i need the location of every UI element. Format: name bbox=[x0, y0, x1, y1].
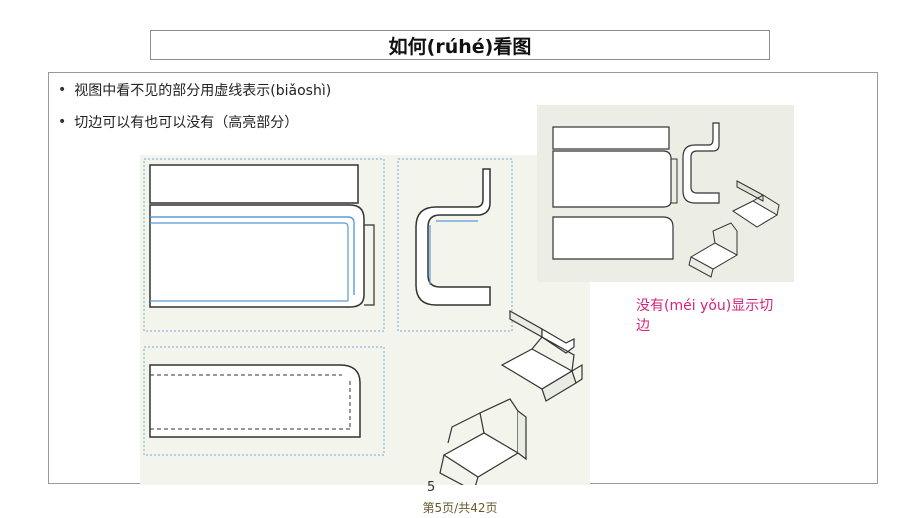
bullet-item-1: • 视图中看不见的部分用虚线表示(biǎoshì) bbox=[58, 80, 331, 100]
tangent-edge-front-2 bbox=[150, 222, 349, 301]
front-view-return bbox=[364, 224, 375, 306]
front-view-top-flange bbox=[149, 164, 359, 204]
tangent-edge-front-1 bbox=[150, 216, 355, 295]
view-boundary-side bbox=[397, 158, 513, 332]
page-number: 5 bbox=[427, 480, 436, 495]
bullet-dot-icon: • bbox=[58, 114, 67, 130]
slide-title: 如何(rúhé)看图 bbox=[150, 30, 770, 60]
bullet-text-1: 视图中看不见的部分用虚线表示(biǎoshì) bbox=[74, 83, 332, 99]
isometric-part-1 bbox=[500, 309, 583, 402]
small-front-body bbox=[552, 150, 672, 208]
small-isometric-1 bbox=[732, 180, 780, 228]
side-view-profile bbox=[415, 168, 491, 306]
sheet-metal-drawing bbox=[143, 158, 583, 492]
view-boundary-front bbox=[143, 158, 385, 332]
small-isometric-2 bbox=[688, 222, 739, 278]
small-front-top bbox=[552, 126, 670, 150]
bottom-view-body bbox=[149, 364, 361, 438]
bullet-item-2: • 切边可以有也可以没有（高亮部分） bbox=[58, 112, 298, 132]
drawing-panel-with-tangent-edges bbox=[140, 155, 590, 492]
sheet-metal-drawing-small bbox=[552, 122, 780, 278]
view-boundary-bottom bbox=[143, 346, 385, 456]
front-view-body bbox=[149, 204, 365, 308]
caption-no-tangent-edges: 没有(méi yǒu)显示切边 bbox=[636, 298, 774, 334]
small-bottom-body bbox=[552, 216, 674, 260]
bullet-dot-icon: • bbox=[58, 82, 67, 98]
small-side-profile bbox=[682, 122, 720, 204]
tangent-edge-side bbox=[429, 220, 478, 285]
footer-page-info: 第5页/共42页 bbox=[422, 501, 498, 515]
drawing-panel-without-tangent-edges bbox=[537, 105, 794, 282]
bullet-text-2: 切边可以有也可以没有（高亮部分） bbox=[74, 115, 299, 131]
isometric-part-2 bbox=[439, 398, 527, 492]
